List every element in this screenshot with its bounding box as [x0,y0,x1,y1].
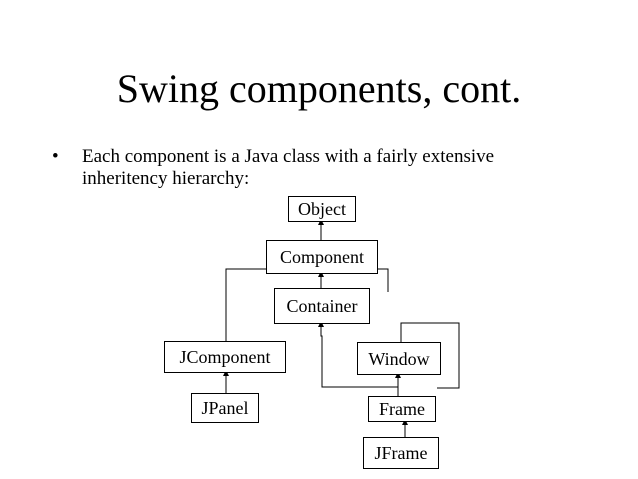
edge-window-outer-loop [400,322,460,389]
node-jcomponent: JComponent [164,341,286,373]
node-jpanel: JPanel [191,393,259,423]
node-frame: Frame [368,396,436,422]
bullet-line-1: Each component is a Java class with a fa… [82,146,495,167]
node-component: Component [266,240,378,274]
node-container: Container [274,288,370,324]
edge-window-to-container [318,321,398,388]
bullet-marker: • [52,146,59,167]
slide-title: Swing components, cont. [116,66,522,111]
node-window: Window [357,342,441,375]
node-object: Object [288,196,356,222]
bullet-line-2: inheritency hierarchy: [82,168,250,189]
bullet-text: Each component is a Java class with a fa… [82,146,582,190]
node-jframe: JFrame [363,437,439,469]
